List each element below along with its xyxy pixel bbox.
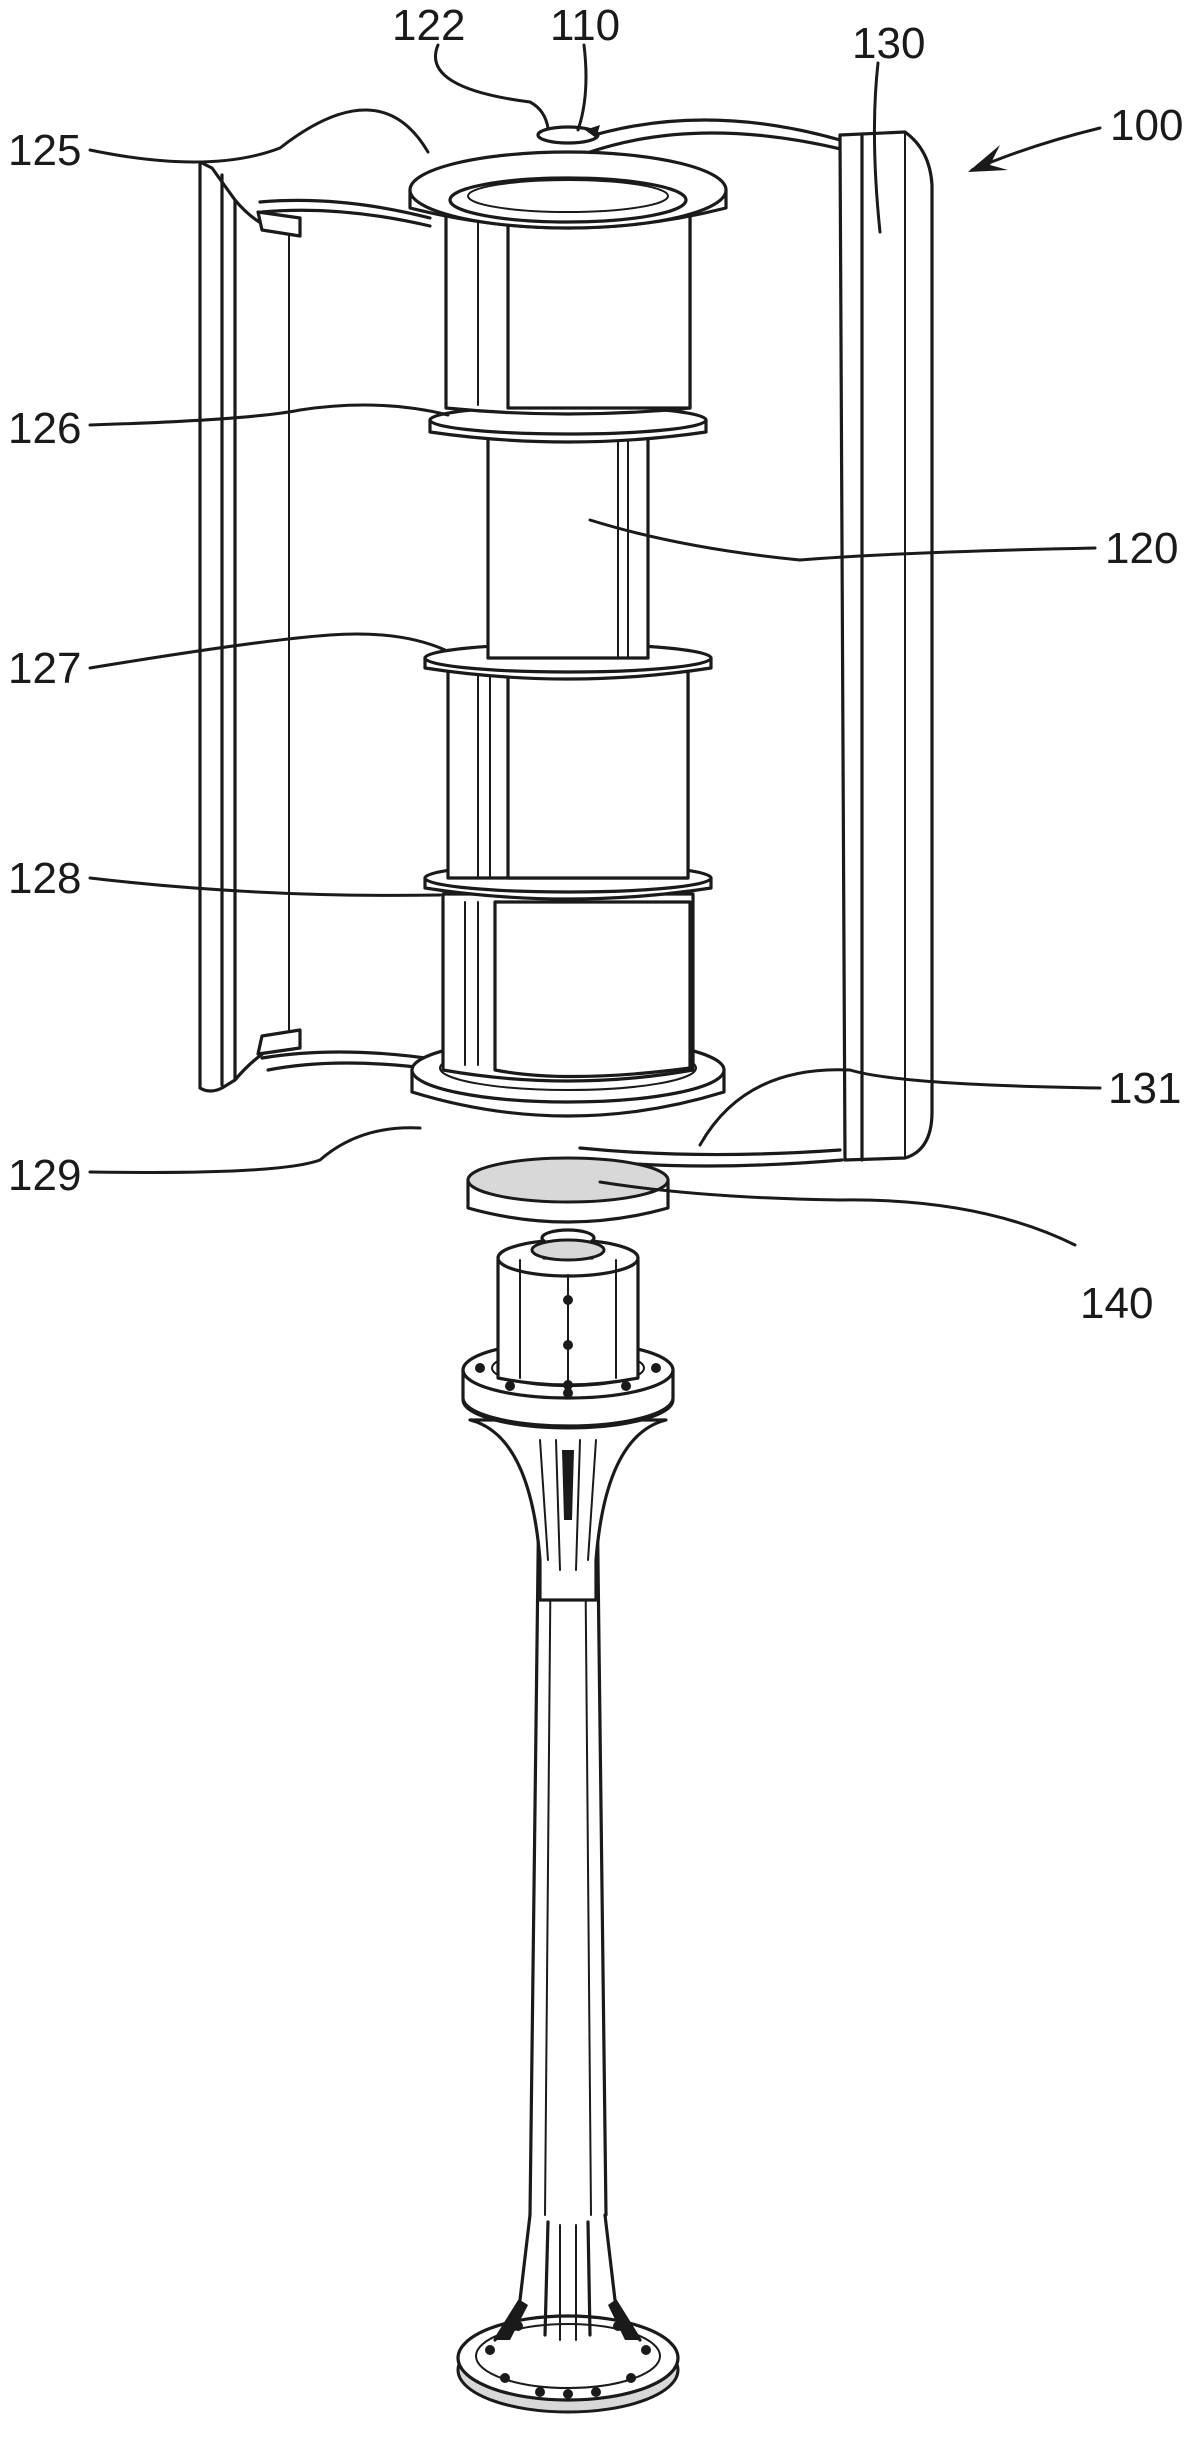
label-127: 127 [8, 644, 81, 693]
middle-section [446, 666, 690, 880]
arrow-100 [968, 145, 1008, 172]
label-122: 122 [392, 1, 465, 50]
leader-110 [576, 43, 588, 132]
base-bolts [485, 2321, 651, 2399]
base-plate [456, 2314, 680, 2414]
leader-125 [88, 108, 430, 164]
label-128: 128 [8, 854, 81, 903]
label-129: 129 [8, 1151, 81, 1200]
label-120: 120 [1105, 524, 1178, 573]
top-cap [536, 125, 600, 145]
leader-127 [88, 632, 447, 670]
leader-129 [88, 1126, 422, 1174]
right-blade [838, 130, 934, 1162]
leader-100 [970, 126, 1102, 172]
leader-126 [88, 403, 450, 427]
lower-gussets [493, 2213, 642, 2342]
label-110: 110 [550, 1, 620, 50]
left-blade [198, 160, 302, 1093]
central-rotor [408, 125, 728, 1224]
label-131: 131 [1108, 1064, 1181, 1113]
label-100: 100 [1110, 101, 1183, 150]
lower-section [441, 892, 695, 1083]
leader-lines [88, 43, 1102, 1247]
leader-128 [88, 876, 442, 897]
label-126: 126 [8, 404, 81, 453]
top-hub [408, 150, 728, 230]
rotor-assembly [198, 118, 934, 1224]
leader-122 [434, 43, 550, 130]
label-140: 140 [1080, 1279, 1153, 1328]
generator-housing [496, 1228, 640, 1391]
label-130: 130 [852, 19, 925, 68]
upper-neck [468, 1418, 668, 1602]
leader-140 [598, 1180, 1077, 1247]
reference-labels: 122 110 130 100 125 126 120 127 128 131 … [8, 1, 1183, 1328]
leader-120 [588, 518, 1097, 562]
tower [456, 1228, 680, 2414]
label-125: 125 [8, 126, 81, 175]
top-section [444, 186, 692, 416]
leader-130 [872, 61, 882, 234]
upper-middle-section [486, 430, 650, 660]
leader-131 [698, 1068, 1102, 1147]
